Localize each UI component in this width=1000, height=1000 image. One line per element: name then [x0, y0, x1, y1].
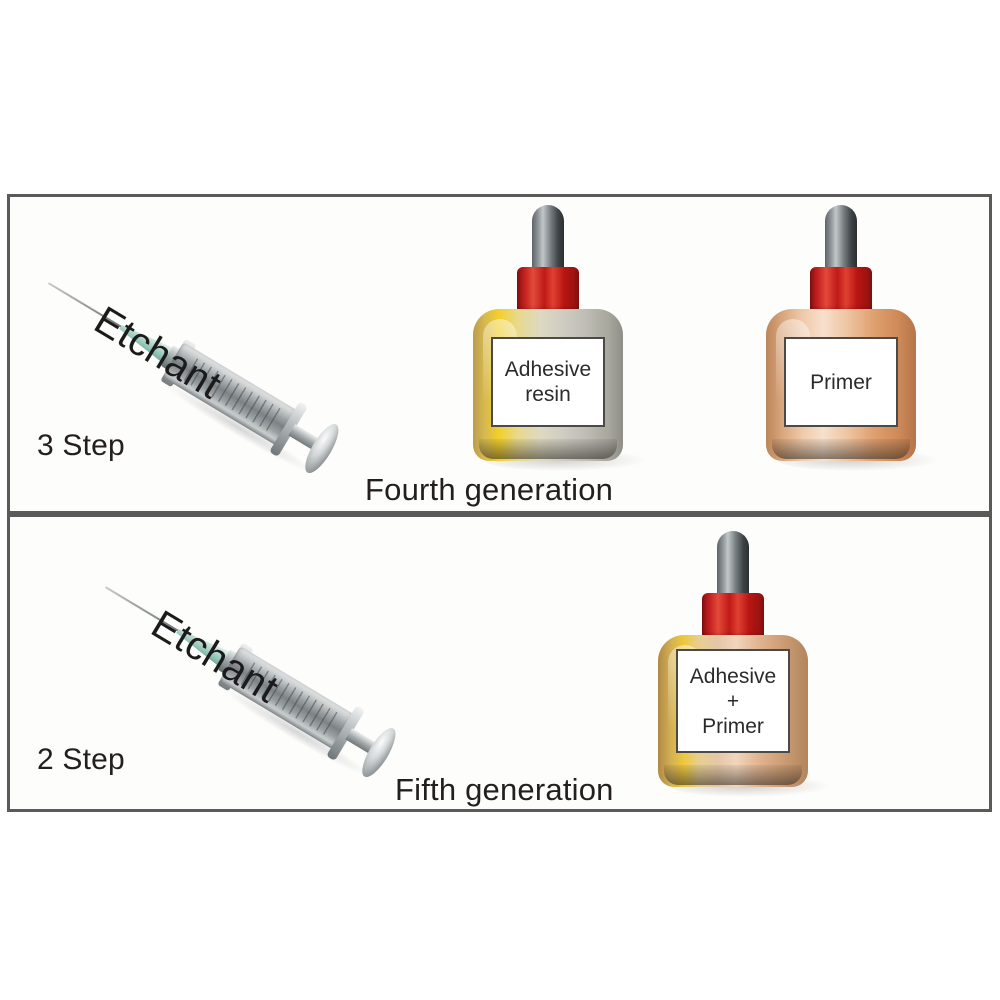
bottle-label-primer: Primer	[784, 337, 898, 427]
bottle-base	[664, 765, 802, 785]
bottle-base	[479, 439, 617, 459]
generation-label-fifth: Fifth generation	[395, 772, 614, 807]
step-label-two: 2 Step	[37, 743, 125, 776]
bottle-label-line-1: Adhesive	[689, 664, 777, 688]
syringe-thumb-rest	[299, 419, 345, 478]
bottle-cap	[702, 593, 764, 639]
bottle-label-line-3: Primer	[702, 714, 764, 738]
dropper-bulb-icon	[532, 205, 564, 275]
bottle-cap	[517, 267, 579, 313]
bottle-label-adhesive-resin: Adhesive resin	[491, 337, 605, 427]
bottle-adhesive-plus-primer: Adhesive + Primer	[658, 531, 830, 797]
dropper-bulb-icon	[825, 205, 857, 275]
bottle-base	[772, 439, 910, 459]
bottle-label-line-2: resin	[525, 383, 571, 406]
bottle-primer: Primer	[766, 205, 938, 471]
bottle-label-adhesive-plus-primer: Adhesive + Primer	[676, 649, 790, 753]
panel-fifth-generation: Etchant Adhesive + Primer 2 Step Fifth g…	[7, 514, 992, 812]
dropper-bulb-icon	[717, 531, 749, 601]
panel-fourth-generation: Etchant Adhesive resin	[7, 194, 992, 514]
bottle-label-line-2: +	[726, 689, 740, 713]
bottle-label-line-1: Primer	[810, 370, 872, 394]
bottle-adhesive-resin: Adhesive resin	[473, 205, 645, 471]
bottle-cap	[810, 267, 872, 313]
step-label-three: 3 Step	[37, 429, 125, 462]
generation-label-fourth: Fourth generation	[365, 472, 614, 507]
bottle-label-line-1: Adhesive	[504, 358, 592, 381]
